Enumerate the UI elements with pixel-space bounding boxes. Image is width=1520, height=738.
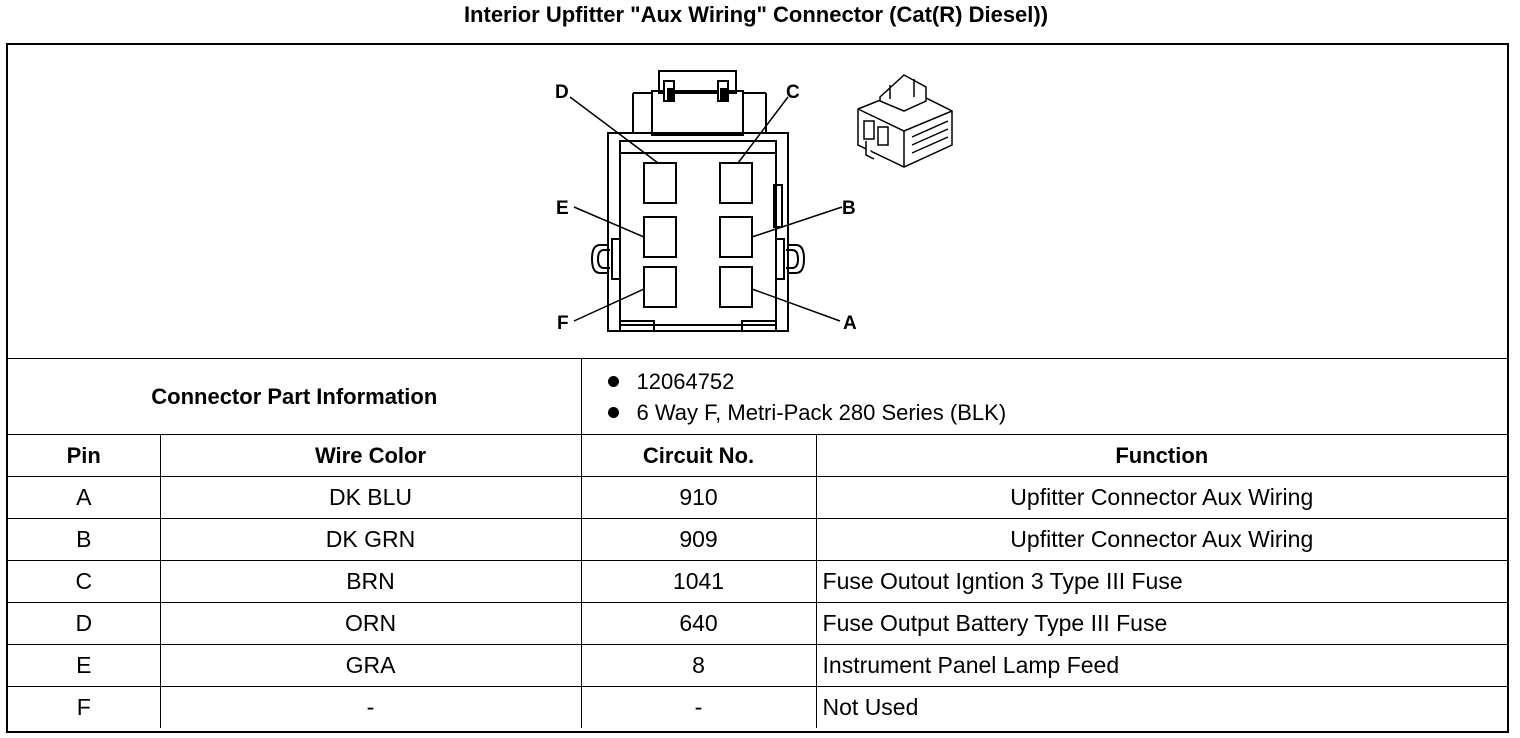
- table-row: A DK BLU 910 Upfitter Connector Aux Wiri…: [8, 476, 1508, 519]
- pinout-table: Connector Part Information 12064752 6 Wa…: [8, 358, 1508, 728]
- cell-pin: B: [8, 518, 161, 561]
- cell-function: Not Used: [815, 686, 1508, 728]
- cell-pin: D: [8, 602, 161, 645]
- table-row: C BRN 1041 Fuse Outout Igntion 3 Type II…: [8, 560, 1508, 603]
- cavity-b: [719, 216, 753, 258]
- cell-circuit: 8: [580, 644, 817, 687]
- table-row: F - - Not Used: [8, 686, 1508, 728]
- cavity-f: [643, 266, 677, 308]
- latch-top: [658, 70, 737, 94]
- cell-pin: C: [8, 560, 161, 603]
- cell-wire-color: ORN: [159, 602, 582, 645]
- cell-function: Instrument Panel Lamp Feed: [815, 644, 1508, 687]
- header-function: Function: [815, 434, 1508, 477]
- connector-isometric-icon: [857, 74, 953, 168]
- pin-label-e: E: [556, 198, 569, 219]
- leader-b: [751, 206, 843, 238]
- latch-body: [651, 90, 744, 136]
- connector-sheet: D C E B F A: [6, 43, 1509, 733]
- cavity-a: [719, 266, 753, 308]
- cell-pin: E: [8, 644, 161, 687]
- cell-wire-color: DK GRN: [159, 518, 582, 561]
- cell-wire-color: -: [159, 686, 582, 728]
- table-row: E GRA 8 Instrument Panel Lamp Feed: [8, 644, 1508, 687]
- cell-pin: F: [8, 686, 161, 728]
- pin-label-b: B: [842, 198, 856, 219]
- leader-a: [751, 288, 841, 322]
- leader-f: [573, 288, 645, 322]
- cell-wire-color: BRN: [159, 560, 582, 603]
- connector-info-row: Connector Part Information 12064752 6 Wa…: [8, 358, 1508, 435]
- page-title: Interior Upfitter "Aux Wiring" Connector…: [463, 2, 1049, 27]
- table-row: B DK GRN 909 Upfitter Connector Aux Wiri…: [8, 518, 1508, 561]
- header-circuit: Circuit No.: [580, 434, 817, 477]
- leader-d: [569, 96, 659, 164]
- header-wire-color: Wire Color: [159, 434, 582, 477]
- cell-function: Upfitter Connector Aux Wiring: [815, 476, 1508, 519]
- leader-c: [737, 96, 789, 164]
- cell-wire-color: DK BLU: [159, 476, 582, 519]
- housing-outer: [607, 132, 789, 332]
- header-pin: Pin: [8, 434, 161, 477]
- connector-info-details: 12064752 6 Way F, Metri-Pack 280 Series …: [580, 358, 1508, 435]
- pin-label-f: F: [557, 313, 569, 334]
- table-row: D ORN 640 Fuse Output Battery Type III F…: [8, 602, 1508, 645]
- cell-circuit: -: [580, 686, 817, 728]
- cell-pin: A: [8, 476, 161, 519]
- part-number: 12064752: [607, 366, 1508, 397]
- pin-label-d: D: [555, 82, 569, 103]
- pin-label-a: A: [843, 313, 857, 334]
- cell-circuit: 910: [580, 476, 817, 519]
- cell-function: Fuse Outout Igntion 3 Type III Fuse: [815, 560, 1508, 603]
- connector-face-drawing: D C E B F A: [555, 70, 953, 334]
- pin-label-c: C: [786, 82, 800, 103]
- cell-circuit: 1041: [580, 560, 817, 603]
- cell-circuit: 909: [580, 518, 817, 561]
- cavity-d: [643, 162, 677, 204]
- cell-function: Upfitter Connector Aux Wiring: [815, 518, 1508, 561]
- cavity-e: [643, 216, 677, 258]
- leader-e: [573, 206, 645, 238]
- cavity-c: [719, 162, 753, 204]
- connector-description: 6 Way F, Metri-Pack 280 Series (BLK): [607, 397, 1508, 428]
- connector-diagram: D C E B F A: [8, 45, 1507, 358]
- table-header-row: Pin Wire Color Circuit No. Function: [8, 434, 1508, 477]
- cell-wire-color: GRA: [159, 644, 582, 687]
- cell-function: Fuse Output Battery Type III Fuse: [815, 602, 1508, 645]
- cell-circuit: 640: [580, 602, 817, 645]
- connector-info-label: Connector Part Information: [8, 358, 582, 435]
